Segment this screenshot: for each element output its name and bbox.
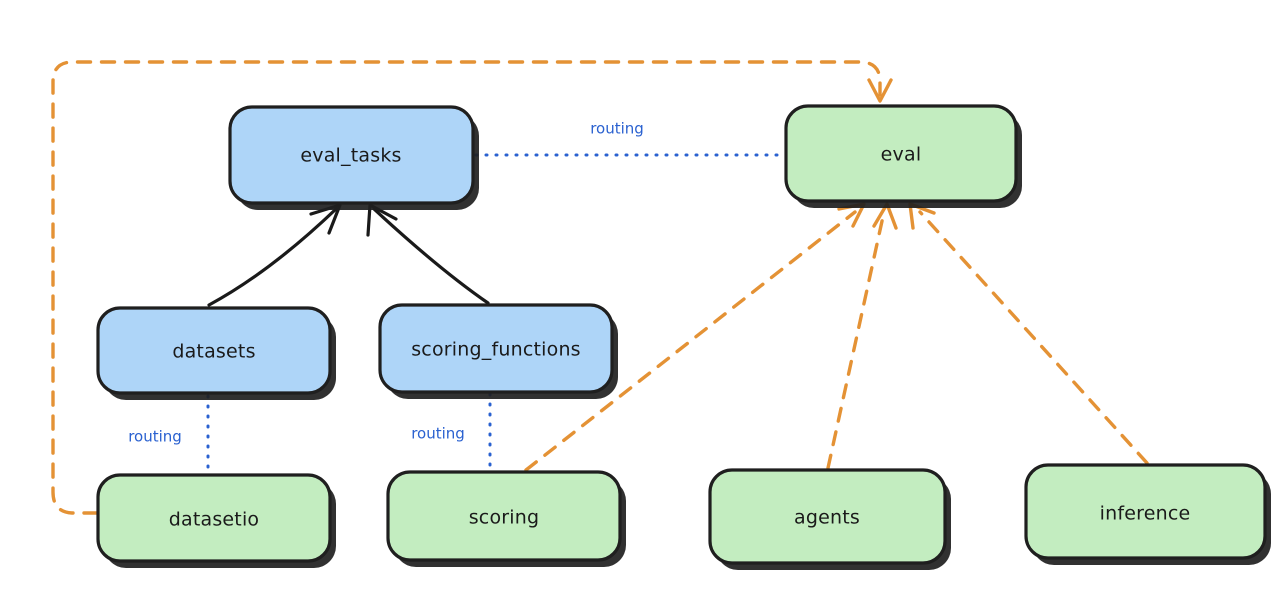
edge-path-datasets-eval-tasks (207, 207, 338, 307)
node-datasets-label: datasets (172, 341, 255, 363)
node-eval-body (784, 104, 1018, 203)
node-eval-tasks[interactable]: eval_tasks (228, 105, 479, 210)
node-scoring-functions-label: scoring_functions (411, 339, 581, 361)
edge-path-agents-eval (826, 210, 886, 470)
edge-path-datasetio-eval (51, 60, 882, 515)
edge-scoring-functions-to-eval-tasks[interactable] (366, 203, 490, 305)
node-agents[interactable]: agents (708, 468, 951, 570)
edge-datasets-to-eval-tasks[interactable] (207, 203, 342, 307)
edge-label-routing-datasetio: routing (128, 428, 182, 446)
node-datasetio[interactable]: datasetio (96, 473, 336, 568)
edge-inference-to-eval[interactable] (908, 202, 1149, 465)
node-scoring-label: scoring (469, 507, 540, 529)
dependency-edges-group (51, 60, 1149, 515)
node-eval-tasks-label: eval_tasks (300, 145, 401, 167)
nodes-group: eval_tasks eval datasets scoring_functio… (96, 104, 1271, 570)
node-datasets-body (96, 306, 332, 395)
edge-labels-group: routing routing routing (128, 120, 644, 446)
node-datasetio-body (96, 473, 332, 563)
node-eval-label: eval (881, 144, 922, 166)
node-scoring-body (386, 470, 622, 562)
node-agents-body (708, 468, 947, 565)
routing-edges-group (206, 153, 785, 474)
edge-path-scoring-eval (524, 210, 857, 472)
arrowhead-datasetio-eval (867, 78, 893, 103)
node-scoring-functions-body (378, 303, 614, 394)
node-eval[interactable]: eval (784, 104, 1022, 208)
edge-datasetio-to-eval[interactable] (51, 60, 893, 515)
edge-agents-to-eval[interactable] (826, 202, 898, 470)
node-inference[interactable]: inference (1024, 463, 1271, 565)
node-agents-label: agents (794, 507, 860, 529)
edge-path-inference-eval (918, 210, 1149, 465)
node-eval-tasks-body (228, 105, 475, 205)
node-scoring-functions[interactable]: scoring_functions (378, 303, 618, 399)
node-inference-label: inference (1100, 503, 1191, 525)
node-inference-body (1024, 463, 1267, 560)
node-datasets[interactable]: datasets (96, 306, 336, 400)
edge-path-scoring-functions-eval-tasks (372, 207, 490, 305)
node-datasetio-label: datasetio (169, 509, 260, 531)
composition-edges-group (207, 203, 490, 307)
node-scoring[interactable]: scoring (386, 470, 626, 567)
edge-label-routing-scoring: routing (411, 425, 465, 443)
edge-label-routing-eval: routing (590, 120, 644, 138)
